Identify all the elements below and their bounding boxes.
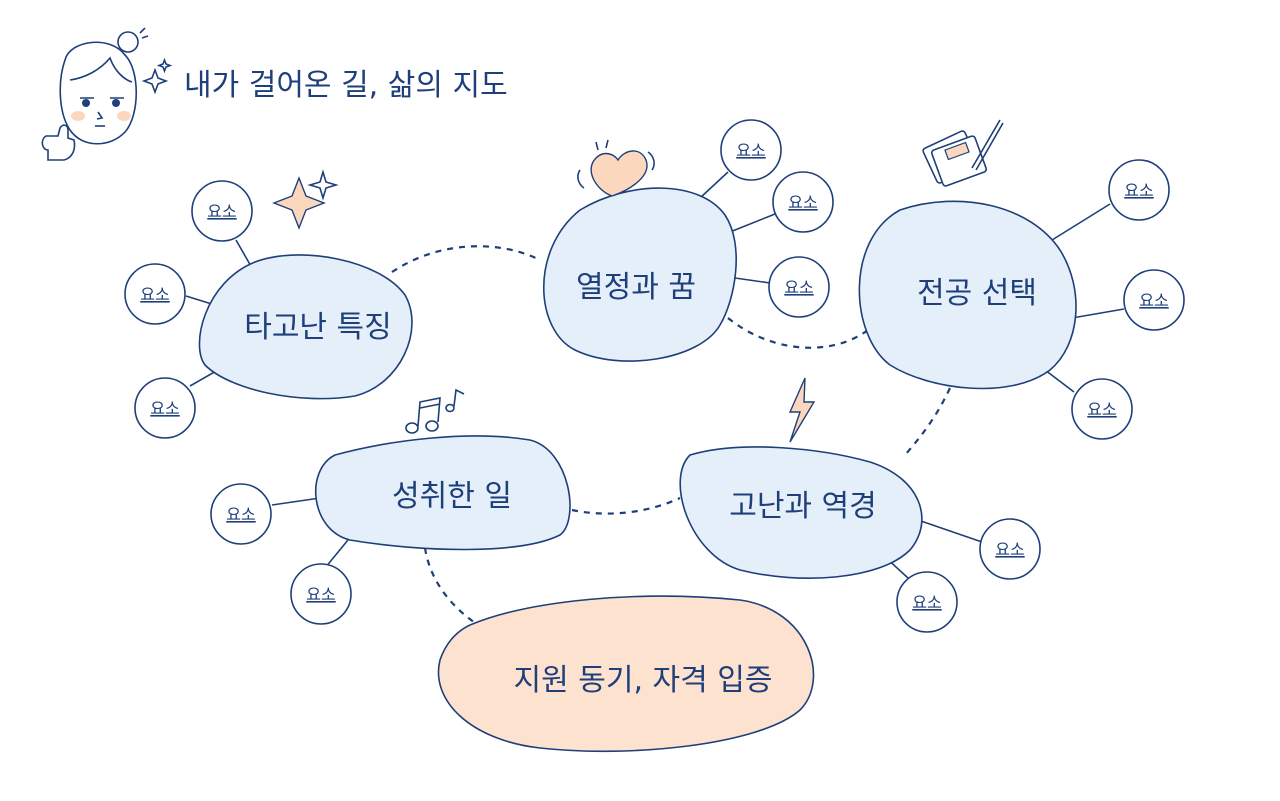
leaf-circle <box>210 483 272 545</box>
sparkle-icon <box>272 169 339 230</box>
leaf-label: 요소 <box>1087 400 1116 419</box>
leaf-circle <box>290 563 352 625</box>
connector-major-hardship <box>904 387 951 456</box>
connector-hardship-achievement <box>571 497 681 515</box>
node-passion-blob <box>542 187 737 362</box>
leaf-circle <box>772 171 834 233</box>
leaf-circle <box>1071 378 1133 440</box>
page-title: 내가 걸어온 길, 삶의 지도 <box>184 68 508 103</box>
leaf-label: 요소 <box>1139 291 1168 310</box>
leaf-label: 요소 <box>736 141 765 160</box>
connector-traits-passion <box>391 245 541 273</box>
connector-passion-major <box>727 317 869 349</box>
connector-achievement-goal <box>423 547 479 626</box>
leaf-circle <box>768 256 830 318</box>
leaf-label: 요소 <box>306 585 335 604</box>
node-goal-blob <box>437 595 815 753</box>
node-passion-label: 열정과 꿈 <box>576 270 696 305</box>
node-goal-label: 지원 동기, 자격 입증 <box>514 663 773 698</box>
node-hardship-blob <box>679 446 923 579</box>
leaf-circle <box>134 377 196 439</box>
sparkle-icon <box>141 57 173 95</box>
node-achievement-label: 성취한 일 <box>392 479 512 514</box>
lightning-icon <box>788 377 816 443</box>
leaf-label: 요소 <box>1124 181 1153 200</box>
music-note-icon <box>405 388 465 434</box>
leaf-label: 요소 <box>140 285 169 304</box>
leaf-label: 요소 <box>788 193 817 212</box>
node-achievement-blob <box>314 435 571 551</box>
leaf-circle <box>896 571 958 633</box>
leaf-circle <box>979 518 1041 580</box>
leaf-label: 요소 <box>150 399 179 418</box>
leaf-circle <box>191 180 253 242</box>
document-pen-icon <box>922 119 1004 187</box>
leaf-circle <box>124 263 186 325</box>
leaf-label: 요소 <box>995 540 1024 559</box>
node-major-label: 전공 선택 <box>917 276 1037 311</box>
leaf-nodes: 요소 요소 요소 요소 요소 요소 요소 요소 요소 요소 요소 요소 요소 <box>124 119 1185 633</box>
leaf-label: 요소 <box>912 593 941 612</box>
leaf-circle <box>1123 269 1185 331</box>
node-traits-label: 타고난 특징 <box>244 310 392 345</box>
leaf-circle <box>720 119 782 181</box>
node-hardship-label: 고난과 역경 <box>729 489 877 524</box>
heart-icon <box>577 139 655 197</box>
character-icon <box>41 27 149 161</box>
leaf-lines <box>185 171 1125 579</box>
node-traits-blob <box>198 254 413 400</box>
leaf-label: 요소 <box>784 278 813 297</box>
leaf-label: 요소 <box>207 202 236 221</box>
leaf-circle <box>1108 159 1170 221</box>
connectors <box>391 245 951 626</box>
leaf-label: 요소 <box>226 505 255 524</box>
node-major-blob <box>858 200 1077 390</box>
